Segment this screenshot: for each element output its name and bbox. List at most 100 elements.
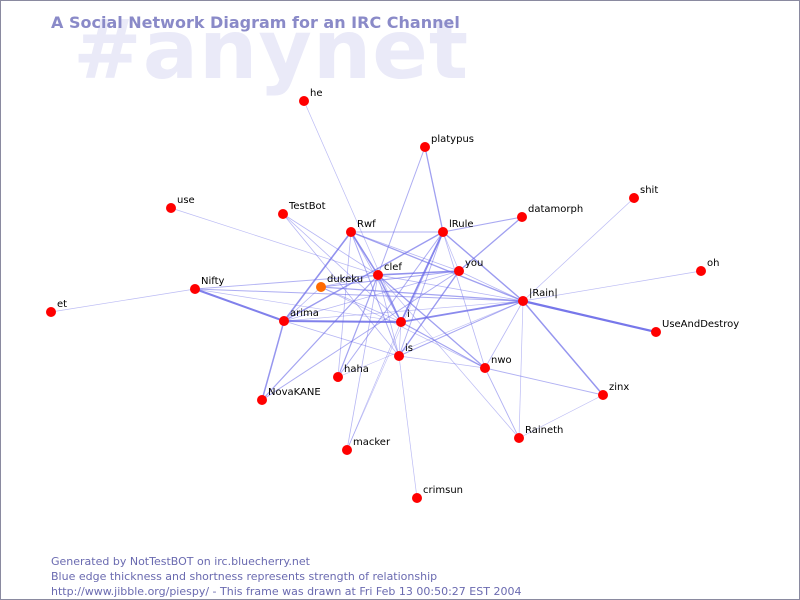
edge-clef-haha — [337, 274, 379, 378]
edge-TestBot-clef — [282, 213, 379, 276]
node-label: arima — [290, 308, 319, 319]
edge-Rwf-arima — [283, 231, 352, 322]
node-dot — [166, 203, 176, 213]
node-NovaKANE: NovaKANE — [257, 387, 321, 405]
node-zinx: zinx — [598, 382, 629, 400]
node-i: i — [396, 309, 410, 327]
edge-IRainI-zinx — [522, 300, 604, 396]
edge-clef-Raineth — [377, 274, 520, 439]
node-platypus: platypus — [420, 134, 474, 152]
node-et: et — [46, 299, 67, 317]
node-label: he — [310, 88, 323, 99]
edge-platypus-IRule — [424, 146, 444, 233]
node-dot — [316, 282, 326, 292]
edge-clef-you — [377, 270, 460, 276]
node-he: he — [299, 88, 323, 106]
node-label: |Rain| — [529, 288, 558, 299]
edge-is-IRule — [398, 231, 444, 357]
edge-dukeku-nwo — [320, 286, 486, 369]
edge-clef-IRainI — [377, 274, 524, 302]
node-Raineth: Raineth — [514, 425, 563, 443]
edge-datamorph-you — [458, 216, 523, 272]
edge-platypus-clef — [377, 146, 426, 276]
node-clef: clef — [373, 262, 402, 280]
footer: Generated by NotTestBOT on irc.bluecherr… — [51, 554, 521, 599]
edge-is-crimsun — [398, 355, 418, 499]
edge-is-IRainI — [398, 300, 524, 357]
node-label: you — [465, 258, 483, 269]
edge-i-macker — [346, 321, 402, 451]
edge-dukeku-i — [320, 286, 402, 323]
node-datamorph: datamorph — [517, 204, 583, 222]
edge-he-i — [303, 100, 402, 323]
node-shit: shit — [629, 185, 658, 203]
node-haha: haha — [333, 364, 369, 382]
node-is: is — [394, 343, 413, 361]
edge-IRainI-oh — [522, 270, 702, 302]
node-label: TestBot — [288, 201, 326, 212]
node-dot — [278, 209, 288, 219]
node-use: use — [166, 195, 195, 213]
node-label: clef — [384, 262, 402, 273]
node-label: crimsun — [423, 485, 463, 496]
edge-nwo-zinx — [484, 367, 604, 396]
edge-et-Nifty — [50, 288, 196, 313]
footer-generated-by: Generated by NotTestBOT on irc.bluecherr… — [51, 555, 310, 568]
node-label: is — [405, 343, 413, 354]
node-crimsun: crimsun — [412, 485, 463, 503]
edge-clef-NovaKANE — [261, 274, 379, 401]
edge-clef-is — [377, 274, 400, 357]
node-macker: macker — [342, 437, 391, 455]
edge-clef-i — [377, 274, 402, 323]
node-dukeku: dukeku — [316, 274, 363, 292]
footer-legend-note: Blue edge thickness and shortness repres… — [51, 570, 438, 583]
node-label: oh — [707, 258, 719, 269]
edge-macker-IRule — [346, 231, 444, 451]
node-dot — [257, 395, 267, 405]
edge-Rwf-clef — [350, 231, 379, 276]
edge-Rwf-haha — [337, 231, 352, 378]
node-dot — [279, 316, 289, 326]
node-dot — [651, 327, 661, 337]
edge-clef-nwo — [377, 274, 486, 369]
node-Rwf: Rwf — [346, 219, 376, 237]
edge-haha-IRule — [337, 231, 444, 378]
node-label: haha — [344, 364, 369, 375]
node-dot — [190, 284, 200, 294]
edge-IRainI-nwo — [484, 300, 524, 369]
node-oh: oh — [696, 258, 719, 276]
edge-arima-is — [283, 320, 400, 357]
node-label: Raineth — [525, 425, 563, 436]
edge-clef-macker — [346, 274, 379, 451]
edge-Rwf-you — [350, 231, 460, 272]
edge-IRainI-shit — [522, 197, 635, 302]
edge-TestBot-is — [282, 213, 400, 357]
edge-you-arima — [283, 270, 460, 322]
edge-IRule-nwo — [442, 231, 486, 369]
edge-Nifty-i — [194, 288, 402, 323]
node-dot — [454, 266, 464, 276]
edge-you-is — [398, 270, 460, 357]
node-dot — [342, 445, 352, 455]
edge-TestBot-i — [282, 213, 402, 323]
edge-zinx-Raineth — [518, 394, 604, 439]
edge-arima-IRainI — [283, 300, 524, 322]
edge-i-IRainI — [400, 300, 524, 323]
edge-IRule-you — [442, 231, 460, 272]
node-dot — [598, 390, 608, 400]
edge-dukeku-clef — [320, 274, 379, 288]
node-label: Nifty — [201, 276, 225, 287]
edge-datamorph-IRule — [442, 216, 523, 233]
node-label: dukeku — [327, 274, 363, 285]
node-arima: arima — [279, 308, 319, 326]
edge-layer — [50, 100, 702, 499]
node-label: lRule — [449, 219, 474, 230]
node-dot — [514, 433, 524, 443]
node-UseAndDestroy: UseAndDestroy — [651, 319, 739, 337]
node-dot — [373, 270, 383, 280]
node-dot — [518, 296, 528, 306]
node-label: macker — [353, 437, 391, 448]
edge-is-nwo — [398, 355, 486, 369]
